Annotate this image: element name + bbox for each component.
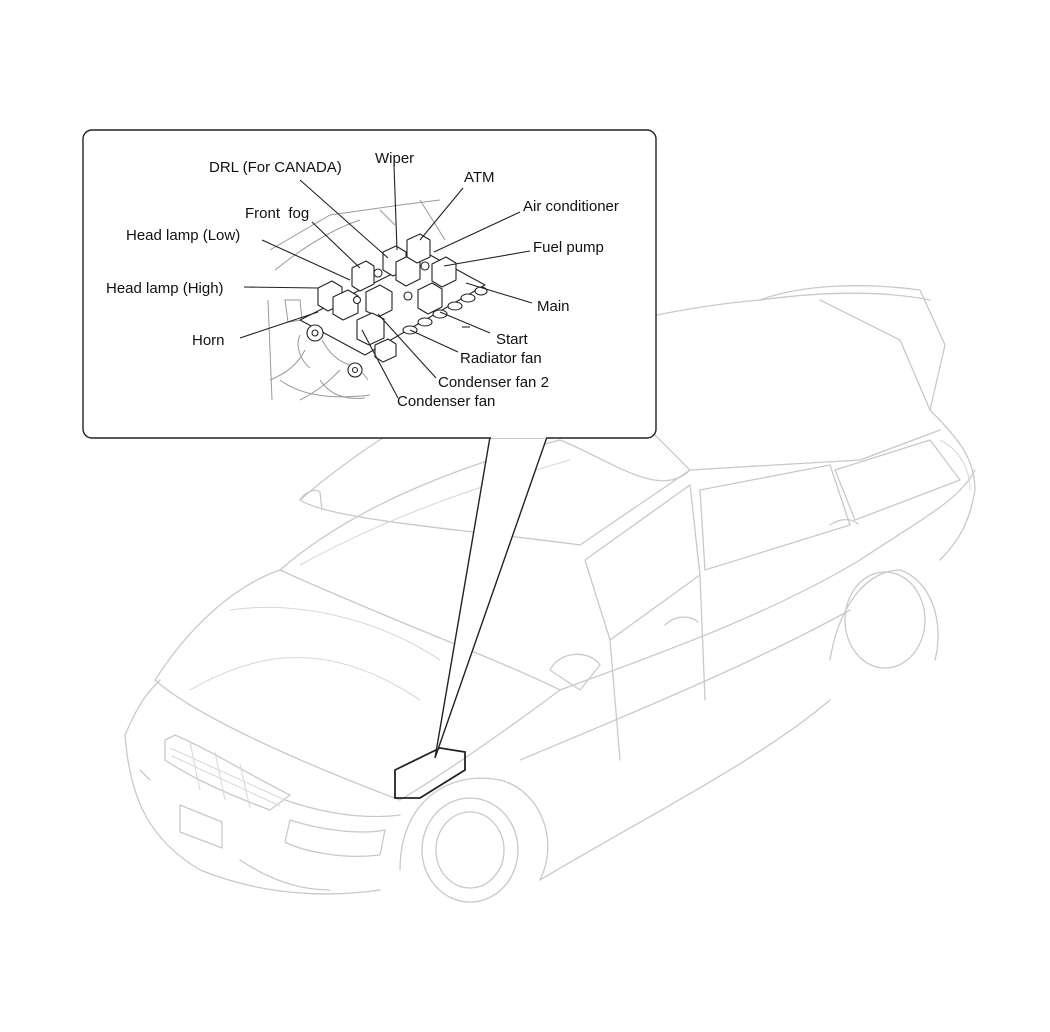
label-wiper: Wiper: [375, 150, 414, 167]
label-start: Start: [496, 331, 529, 348]
relay-box-location-marker: [394, 747, 466, 799]
label-drl: DRL (For CANADA): [209, 159, 342, 176]
label-main: Main: [537, 298, 570, 315]
label-radiator-fan: Radiator fan: [460, 350, 542, 367]
callout-labels: DRL (For CANADA) Wiper ATM Air condition…: [106, 150, 619, 410]
label-horn: Horn: [192, 332, 225, 349]
label-air-conditioner: Air conditioner: [523, 198, 619, 215]
car-illustration: [124, 285, 976, 903]
label-fuel-pump: Fuel pump: [533, 239, 604, 256]
label-head-lamp-high: Head lamp (High): [106, 280, 224, 297]
leader-lines: [239, 164, 533, 399]
label-condenser-fan-2: Condenser fan 2: [438, 374, 549, 391]
label-condenser-fan: Condenser fan: [397, 393, 495, 410]
label-front-fog: Front fog: [245, 205, 309, 222]
label-head-lamp-low: Head lamp (Low): [126, 227, 240, 244]
relay-box-drawing: [267, 199, 488, 401]
callout-pointer: [434, 436, 548, 759]
label-atm: ATM: [464, 169, 495, 186]
